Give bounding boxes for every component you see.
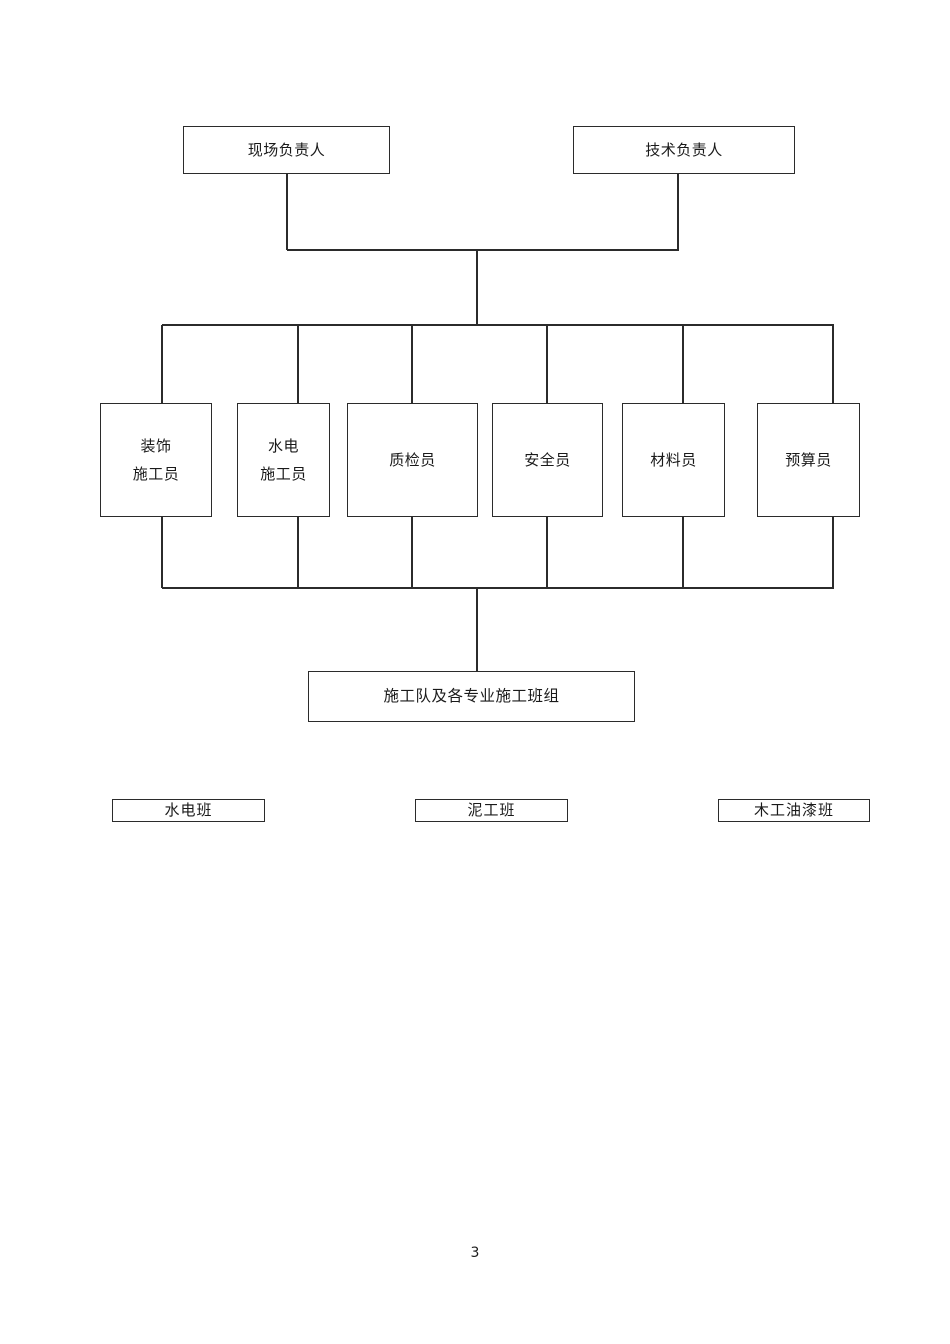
connector-construction-teams-down — [476, 588, 478, 671]
org-node-budget-officer: 预算员 — [757, 403, 860, 517]
org-node-label: 装饰 — [140, 436, 172, 455]
connector-plumbing-electrical-constructor-up — [297, 325, 299, 403]
org-node-safety-officer: 安全员 — [492, 403, 603, 517]
org-node-carpentry-painting-crew: 木工油漆班 — [718, 799, 870, 822]
connector-safety-officer-up — [546, 325, 548, 403]
connector-materials-officer-up — [682, 325, 684, 403]
connector-leadership-merge-down — [476, 250, 478, 325]
connector-leadership-join-bar — [287, 249, 680, 251]
org-node-label: 安全员 — [524, 450, 571, 469]
org-node-label: 木工油漆班 — [753, 801, 834, 820]
org-node-label: 技术负责人 — [645, 140, 723, 159]
org-node-label: 施工员 — [260, 465, 307, 483]
org-node-label: 泥工班 — [467, 801, 516, 820]
connector-technical-manager-down — [677, 174, 679, 250]
org-node-site-manager: 现场负责人 — [183, 126, 390, 174]
org-node-masonry-crew: 泥工班 — [415, 799, 568, 822]
connector-budget-officer-up — [832, 325, 834, 403]
connector-quality-inspector-up — [411, 325, 413, 403]
org-node-label: 预算员 — [785, 450, 832, 469]
org-node-decoration-constructor: 装饰施工员 — [100, 403, 212, 517]
org-node-plumbing-electrical-crew: 水电班 — [112, 799, 265, 822]
org-node-label: 材料员 — [650, 450, 697, 469]
connector-safety-officer-down — [546, 517, 548, 588]
org-node-materials-officer: 材料员 — [622, 403, 725, 517]
connector-plumbing-electrical-constructor-down — [297, 517, 299, 588]
connector-decoration-constructor-down — [161, 517, 163, 588]
org-node-label: 水电班 — [164, 801, 213, 820]
connector-budget-officer-down — [832, 517, 834, 588]
org-node-construction-teams: 施工队及各专业施工班组 — [308, 671, 635, 722]
org-node-label: 施工队及各专业施工班组 — [383, 686, 560, 705]
org-node-technical-manager: 技术负责人 — [573, 126, 795, 174]
connector-collector-bus — [162, 587, 835, 589]
org-node-label: 水电 — [267, 436, 299, 455]
org-node-label: 现场负责人 — [247, 140, 326, 159]
connector-decoration-constructor-up — [161, 325, 163, 403]
org-node-label: 施工员 — [132, 465, 180, 483]
connector-distribution-bus — [162, 324, 835, 326]
org-node-label: 质检员 — [389, 450, 436, 469]
org-node-plumbing-electrical-constructor: 水电施工员 — [237, 403, 330, 517]
connector-site-manager-down — [286, 174, 288, 250]
connector-quality-inspector-down — [411, 517, 413, 588]
page-number: 3 — [470, 1245, 480, 1261]
connector-materials-officer-down — [682, 517, 684, 588]
org-node-quality-inspector: 质检员 — [347, 403, 478, 517]
